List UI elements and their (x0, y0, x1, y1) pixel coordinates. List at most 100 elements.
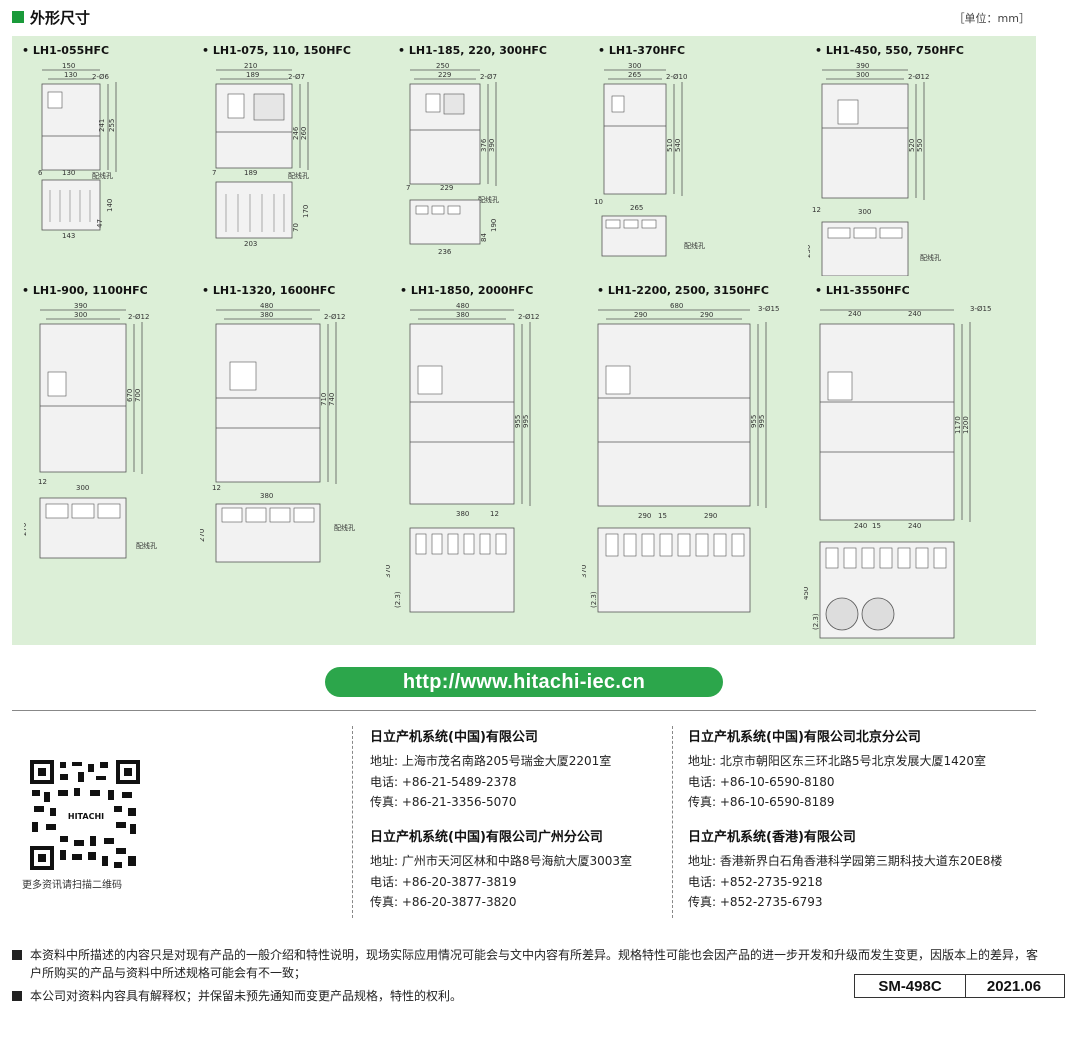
office-fax: 传真: +86-21-3356-5070 (370, 795, 517, 809)
section-square-icon (12, 11, 24, 23)
dim-depth-sub: 84 (480, 233, 488, 242)
dim-tolerance: (2.3) (394, 591, 402, 608)
dim-height: 995 (522, 415, 530, 428)
drawing-lh1-450: 390 300 2-Ø12 520 550 12 300 250 配线孔 (808, 62, 941, 276)
office-address: 地址: 广州市天河区林和中路8号海航大厦3003室 (370, 854, 633, 868)
note-text: 本公司对资料内容具有解释权；并保留未预先通知而变更产品规格，特性的权利。 (30, 989, 463, 1003)
dim-margin: 7 (212, 169, 216, 177)
dim-depth-width: 143 (62, 232, 75, 240)
wiring-label: 配线孔 (288, 171, 309, 180)
dim-holes: 2-Ø7 (288, 73, 305, 81)
website-link[interactable]: http://www.hitachi-iec.cn (325, 667, 723, 697)
dim-width: 480 (260, 302, 273, 310)
dim-bottom-width: 300 (858, 208, 871, 216)
office-tel: 电话: +852-2735-9218 (688, 874, 823, 889)
drawing-lh1-1320: 480 380 2-Ø12 710 740 12 380 270 配线孔 (200, 302, 355, 563)
dim-width: 300 (628, 62, 641, 70)
dim-holes: 2-Ø10 (666, 73, 687, 81)
dim-bottom-right: 290 (704, 512, 717, 520)
dim-mount-width: 300 (856, 71, 869, 79)
document-date: 2021.06 (964, 974, 1065, 998)
office-tel: 电话: +86-10-6590-8180 (688, 774, 835, 789)
dim-mount-width: 265 (628, 71, 641, 79)
office-guangzhou: 日立产机系统(中国)有限公司广州分公司 地址: 广州市天河区林和中路8号海航大厦… (370, 826, 632, 913)
dim-depth: 370 (386, 565, 392, 578)
dim-mount-width: 189 (246, 71, 259, 79)
dim-depth: 190 (490, 219, 498, 232)
dim-width: 480 (456, 302, 469, 310)
dim-holes: 2-Ø12 (518, 313, 539, 321)
dim-bottom-width: 300 (76, 484, 89, 492)
dim-width: 680 (670, 302, 683, 310)
dim-depth-width: 236 (438, 248, 452, 256)
dim-bottom-width: 130 (62, 169, 75, 177)
dim-bottom-width: 229 (440, 184, 453, 192)
dim-width: 250 (436, 62, 449, 70)
dim-mount-width: 130 (64, 71, 77, 79)
dim-bottom-gap: 15 (872, 522, 881, 530)
dim-height: 700 (134, 389, 142, 402)
divider (12, 710, 1036, 711)
wiring-label: 配线孔 (684, 241, 705, 250)
bullet-icon (12, 950, 22, 960)
drawing-lh1-2200: 680 290 290 3-Ø15 955 995 290 15 290 370… (582, 302, 779, 613)
dim-depth: 170 (302, 205, 310, 218)
dim-margin: 12 (490, 510, 499, 518)
dim-bottom-width: 380 (456, 510, 469, 518)
document-code: SM-498C (854, 974, 966, 998)
dim-height: 1200 (962, 416, 970, 434)
dim-margin: 6 (38, 169, 43, 177)
dim-mount-height: 376 (480, 138, 488, 152)
dim-bottom-left: 290 (638, 512, 651, 520)
dim-depth: 450 (804, 587, 810, 600)
dim-mount-height: 246 (292, 126, 300, 140)
column-divider (672, 726, 673, 918)
dim-holes: 2-Ø6 (92, 73, 109, 81)
model-title-900: • LH1-900, 1100HFC (22, 284, 148, 297)
office-fax: 传真: +86-20-3877-3820 (370, 895, 517, 909)
wiring-label: 配线孔 (920, 253, 941, 262)
qr-caption: 更多资讯请扫描二维码 (22, 880, 122, 891)
dim-depth: 270 (24, 523, 28, 536)
dim-mount-height: 670 (126, 389, 134, 402)
wiring-label: 配线孔 (136, 541, 157, 550)
section-title: 外形尺寸 (30, 8, 91, 27)
dim-mount-height: 510 (666, 139, 674, 152)
model-title-055: • LH1-055HFC (22, 44, 110, 57)
drawing-lh1-185: 250 229 2-Ø7 376 390 7 229 配线孔 190 84 23… (406, 62, 499, 256)
dim-depth-sub: 70 (292, 223, 300, 232)
dim-depth: 250 (808, 245, 812, 258)
dim-depth: 140 (106, 199, 114, 212)
footer-note-2: 本公司对资料内容具有解释权；并保留未预先通知而变更产品规格，特性的权利。 (12, 987, 462, 1005)
office-address: 地址: 上海市茂名南路205号瑞金大厦2201室 (370, 754, 612, 768)
dim-pitch-left: 240 (848, 310, 861, 318)
office-address: 地址: 北京市朝阳区东三环北路5号北京发展大厦1420室 (688, 754, 987, 768)
section-header: 外形尺寸 (12, 6, 90, 28)
model-title-185: • LH1-185, 220, 300HFC (398, 44, 547, 57)
dim-mount-width: 380 (456, 311, 469, 319)
dim-bottom-width: 189 (244, 169, 257, 177)
dim-depth: 370 (582, 565, 588, 578)
model-title-2200: • LH1-2200, 2500, 3150HFC (597, 284, 769, 297)
office-beijing: 日立产机系统(中国)有限公司北京分公司 地址: 北京市朝阳区东三环北路5号北京发… (688, 726, 986, 813)
dim-mount-height: 955 (750, 415, 758, 428)
dim-holes: 2-Ø12 (324, 313, 345, 321)
dim-depth: 270 (200, 529, 206, 542)
drawing-lh1-075: 210 189 2-Ø7 246 260 7 189 配线孔 170 70 20… (212, 62, 310, 248)
dim-pitch-left: 290 (634, 311, 647, 319)
footer-note-1: 本资料中所描述的内容只是对现有产品的一般介绍和特性说明，现场实际应用情况可能会与… (12, 946, 1042, 982)
office-fax: 传真: +852-2735-6793 (688, 895, 823, 909)
dim-margin: 10 (594, 198, 603, 206)
dim-depth-width: 203 (244, 240, 257, 248)
model-title-1850: • LH1-1850, 2000HFC (400, 284, 534, 297)
office-hongkong: 日立产机系统(香港)有限公司 地址: 香港新界白石角香港科学园第三期科技大道东2… (688, 826, 1002, 913)
dim-bottom-width: 380 (260, 492, 273, 500)
wiring-label: 配线孔 (92, 171, 113, 180)
dim-margin: 12 (38, 478, 47, 486)
office-name: 日立产机系统(中国)有限公司广州分公司 (370, 830, 603, 845)
qr-logo: HITACHI (68, 812, 104, 821)
dim-bottom-left: 240 (854, 522, 867, 530)
office-name: 日立产机系统(香港)有限公司 (688, 830, 856, 845)
dim-height: 995 (758, 415, 766, 428)
dim-margin: 7 (406, 184, 410, 192)
